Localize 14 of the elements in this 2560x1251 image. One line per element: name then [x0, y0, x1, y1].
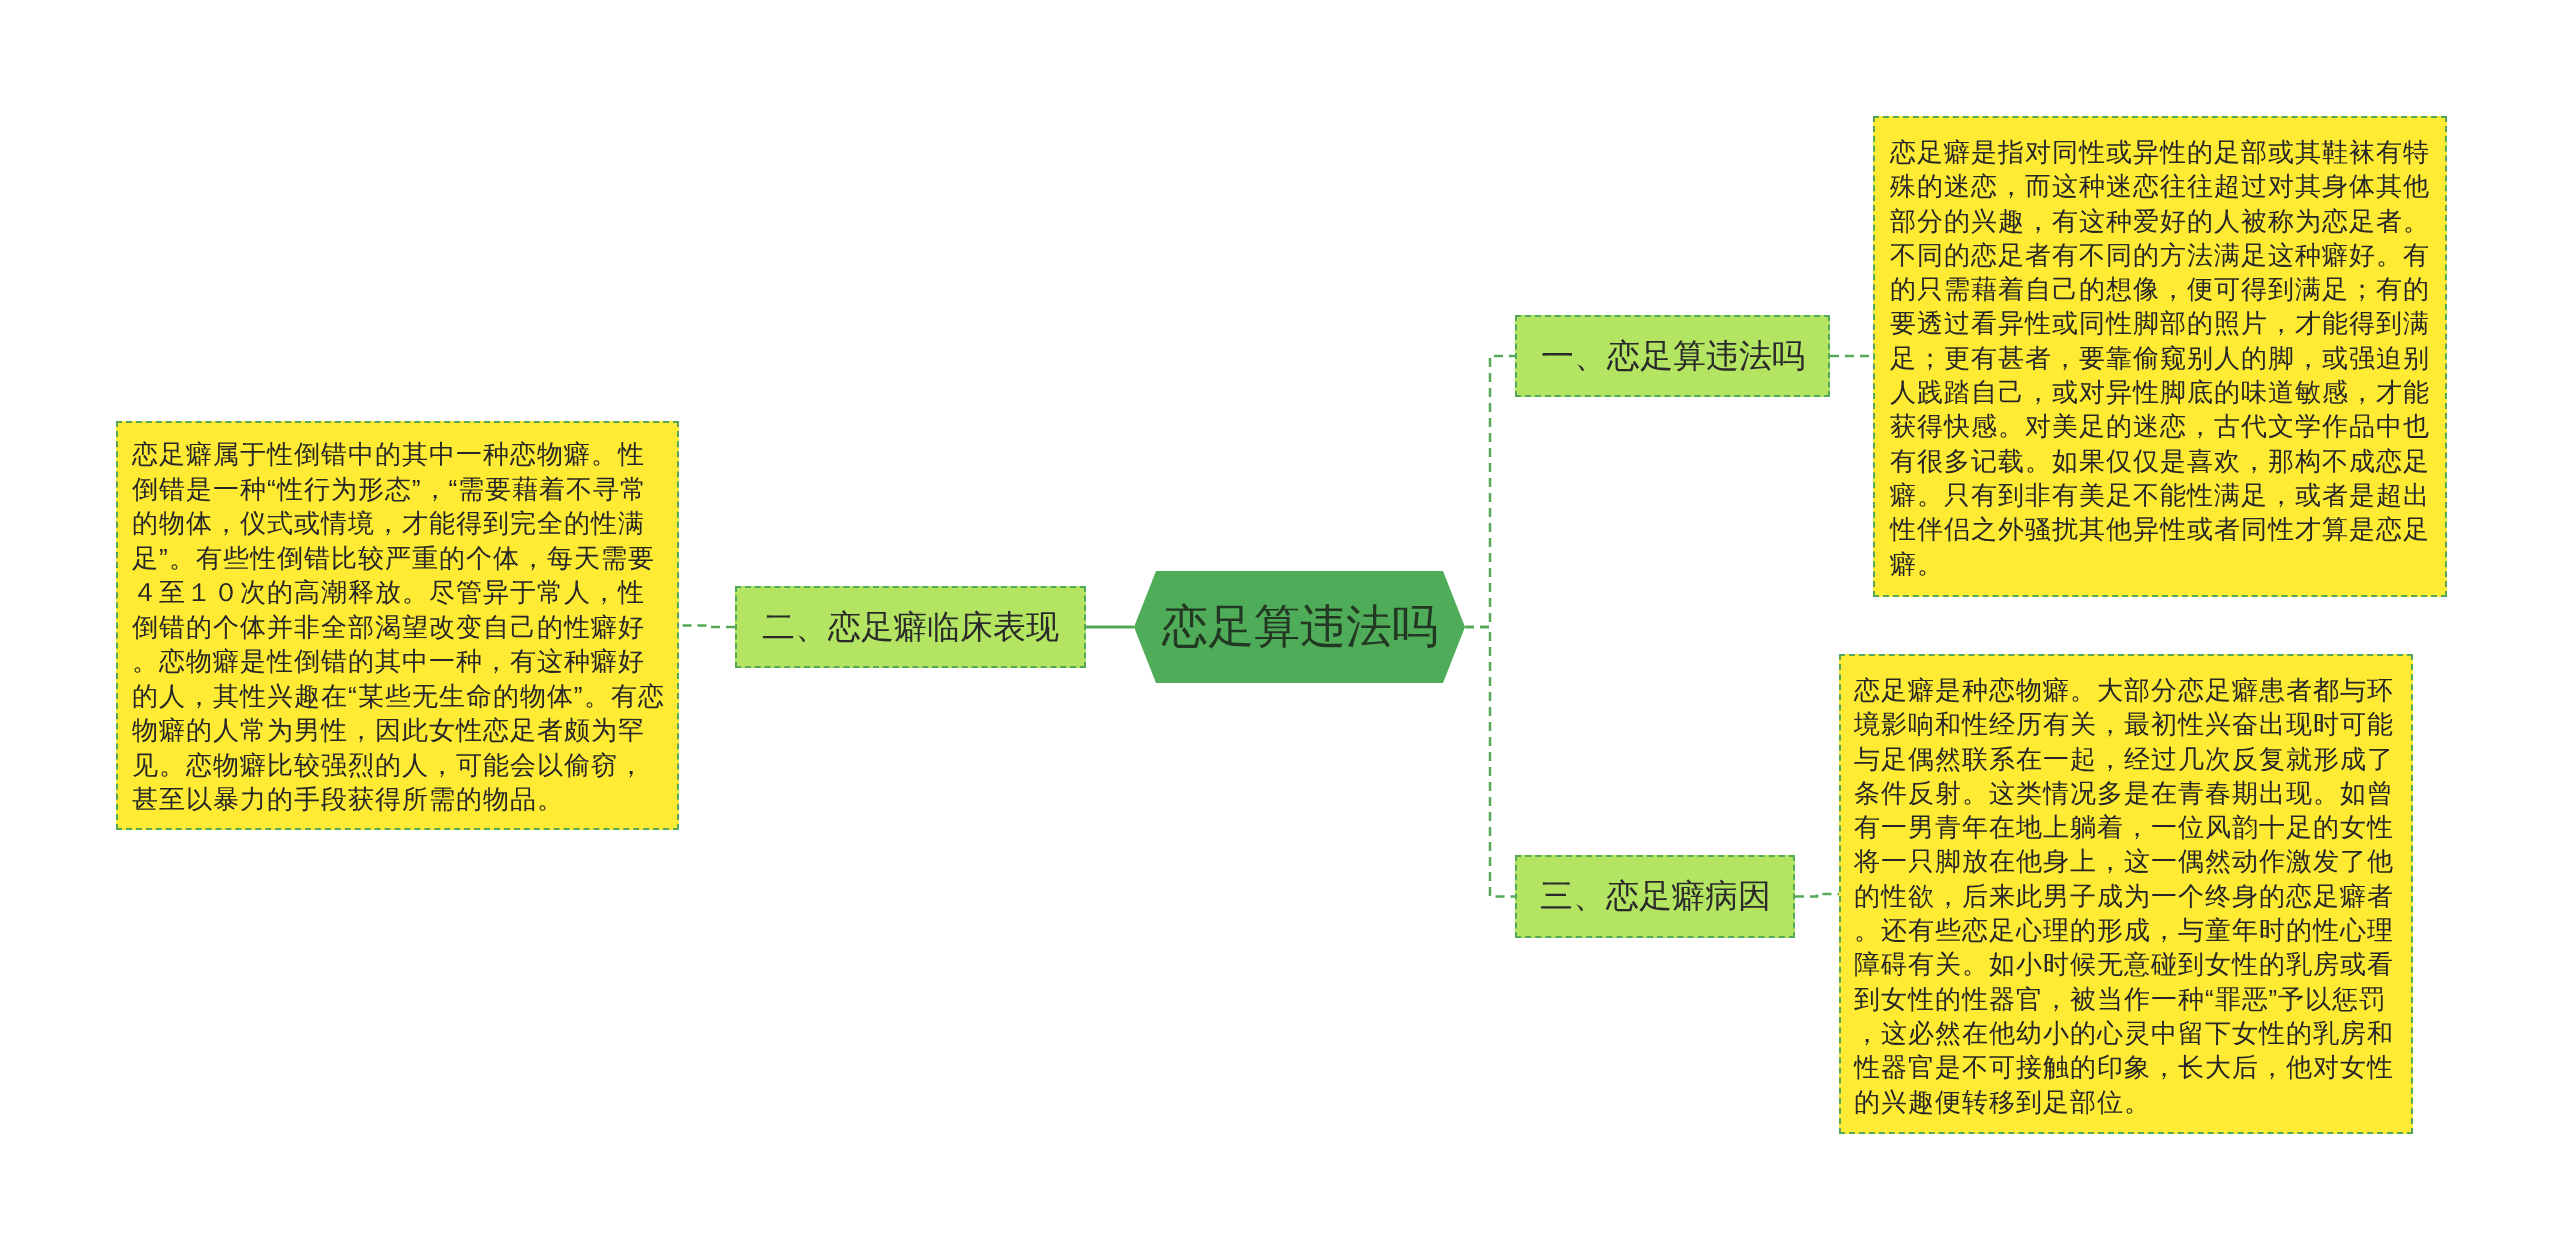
topic-box [1515, 315, 1830, 397]
topic-box [735, 586, 1086, 668]
topic-label: 一、恋足算违法吗 [1540, 335, 1805, 376]
topic-label: 二、恋足癖临床表现 [762, 606, 1059, 647]
central-topic [1134, 571, 1465, 683]
connector-line [1465, 625, 1515, 898]
connector-line [1086, 625, 1134, 629]
note-text: 恋足癖是指对同性或异性的足部或其鞋袜有特殊的迷恋，而这种迷恋往往超过对其身体其他部分的兴趣，有这种爱好的人被称为恋足者。不同的恋足者有不同的方法满足这种癖好。有的只需藉着自己的想像，便可得到满足；有的要透过看异性或同性脚部的照片，才能得到满足；更有甚者，要靠偷窥别人的脚，或强迫别人践踏自己，或对异性脚底的味道敏感，才能获得快感。对美足的迷恋，古代文学作品中也有很多记载。如果仅仅是喜欢，那构不成恋足癖。只有到非有美足不能性满足，或者是超出性伴侣之外骚扰其他异性或者同性才算是恋足癖。 [1890, 137, 2431, 580]
topic-box [1515, 855, 1795, 938]
connector-line [1795, 892, 1839, 898]
topic-label: 三、恋足癖病因 [1539, 876, 1771, 916]
note-text: 恋足癖是种恋物癖。大部分恋足癖患者都与环境影响和性经历有关，最初性兴奋出现时可能与足偶然联系在一起，经过几次反复就形成了条件反射。这类情况多是在青春期出现。如曾有一男青年在地上躺着，一位风韵十足的女性将一只脚放在他身上，这一偶然动作激发了他的性欲，后来此男子成为一个终身的恋足癖者。还有些恋足心理的形成，与童年时的性心理障碍有关。如小时候无意碰到女性的乳房或看到女性的性器官，被当作一种“罪恶”予以惩罚，这必然在他幼小的心灵中留下女性的乳房和性器官是不可接触的印象，长大后，他对女性的兴趣便转移到足部位。 [1854, 675, 2395, 1118]
note-text: 恋足癖属于性倒错中的其中一种恋物癖。性倒错是一种“性行为形态”，“需要藉着不寻常的物体，仪式或情境，才能得到完全的性满足”。有些性倒错比较严重的个体，每天需要４至１０次的高潮释放。尽管异于常人，性倒错的个体并非全部渴望改变自己的性癖好。恋物癖是性倒错的其中一种，有这种癖好的人，其性兴趣在“某些无生命的物体”。有恋物癖的人常为男性，因此女性恋足者颇为罕见。恋物癖比较强烈的人，可能会以偷窃，甚至以暴力的手段获得所需的物品。 [132, 438, 666, 816]
central-topic-label: 恋足算违法吗 [1161, 599, 1438, 654]
